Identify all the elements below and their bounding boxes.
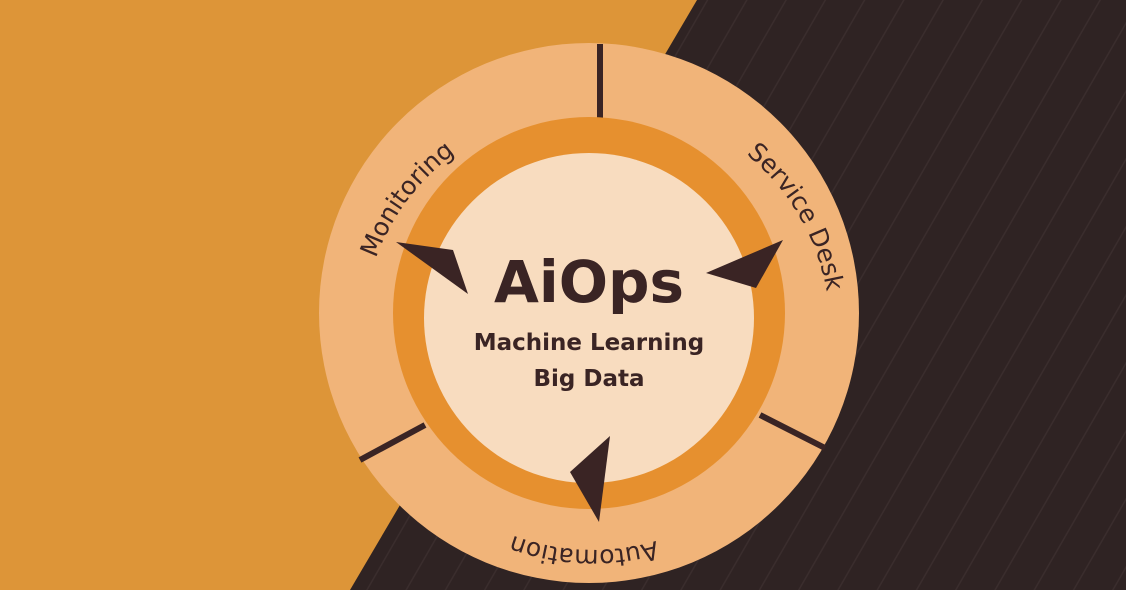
arrowhead-icon xyxy=(706,240,783,288)
center-disc xyxy=(424,153,754,483)
divider-left xyxy=(358,422,427,463)
center-line-2: Big Data xyxy=(533,366,644,392)
center-title: AiOps xyxy=(494,248,684,316)
arrowhead-icon xyxy=(570,436,610,522)
divider-right xyxy=(758,412,827,451)
center-line-1: Machine Learning xyxy=(474,330,705,356)
arrowhead-icon xyxy=(396,242,468,294)
